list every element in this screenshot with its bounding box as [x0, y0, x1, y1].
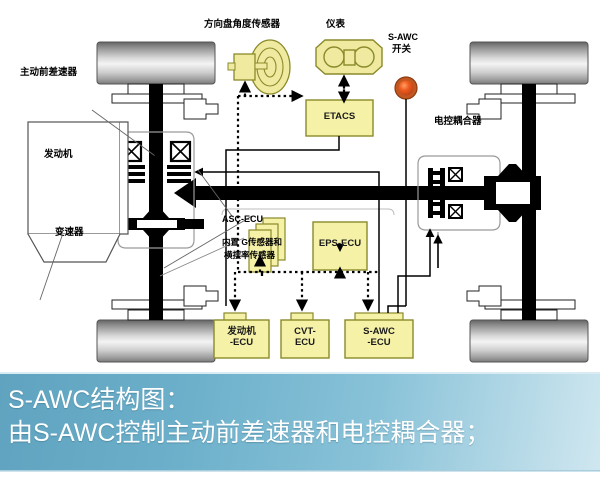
label-builtin-sensor-line1: 内置 G传感器和 — [222, 237, 282, 247]
etacs-box[interactable] — [305, 99, 374, 137]
engine-transmission-block — [27, 121, 129, 263]
electronic-coupling-and-rear-diff — [417, 155, 541, 231]
caption-line-2: 由S-AWC控制主动前差速器和电控耦合器； — [8, 419, 491, 447]
caption-banner: S-AWC结构图： 由S-AWC控制主动前差速器和电控耦合器； — [0, 372, 600, 471]
sawc-system-diagram: 主动前差速器 发动机 变速器 方向盘角度传感器 仪表 S-AWC 开关 电控耦合… — [20, 19, 589, 363]
wheel-front-right — [469, 41, 589, 85]
cvt-ecu-box[interactable] — [280, 312, 330, 359]
hub-rear-left — [111, 285, 219, 321]
label-instrument-cluster: 仪表 — [326, 19, 346, 30]
label-electronic-coupling: 电控耦合器 — [434, 116, 482, 127]
hub-front-right — [466, 83, 576, 120]
asc-ecu-enclosure — [221, 208, 395, 216]
eps-ecu-dashed-arrow — [336, 244, 344, 252]
hub-rear-right — [466, 285, 576, 321]
sawc-switch-icon[interactable] — [394, 76, 418, 100]
sawc-ecu-box[interactable] — [344, 312, 414, 359]
left-axle-shaft — [149, 84, 163, 320]
label-builtin-sensor-line2: 横摆率传感器 — [224, 250, 276, 260]
can-bus-network — [228, 74, 380, 312]
diagram-graphics — [27, 39, 589, 363]
propeller-shaft — [196, 186, 496, 200]
label-active-front-differential: 主动前差速器 — [20, 67, 78, 78]
caption-bottom-strip — [0, 471, 600, 479]
wheel-rear-right — [469, 319, 589, 363]
propshaft-arrow — [174, 178, 196, 208]
wheel-rear-left — [96, 319, 216, 363]
solid-control-wiring — [194, 99, 435, 313]
hub-front-left — [111, 83, 219, 120]
label-sawc-switch-line1: S-AWC — [388, 32, 418, 42]
wheel-front-left — [96, 41, 216, 85]
asc-leader — [159, 237, 245, 277]
instrument-cluster-icon — [315, 39, 383, 75]
label-sawc-switch-line2: 开关 — [392, 44, 412, 55]
label-transmission: 变速器 — [55, 227, 84, 238]
label-engine: 发动机 — [44, 149, 73, 160]
leader-lines — [39, 109, 439, 301]
label-asc-ecu: ASC-ECU — [222, 214, 264, 224]
label-steering-angle-sensor: 方向盘角度传感器 — [204, 19, 281, 30]
engine-ecu-box[interactable] — [213, 312, 270, 359]
steering-angle-sensor-icon — [227, 39, 291, 95]
caption-line-1: S-AWC结构图： — [8, 386, 191, 414]
